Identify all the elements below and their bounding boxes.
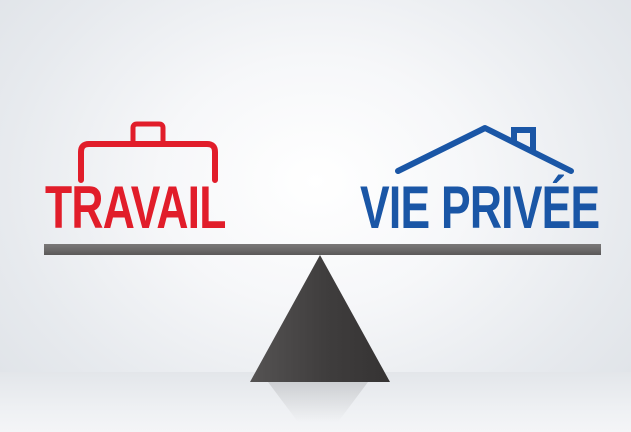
house-roof-icon xyxy=(395,125,574,174)
travail-label: TRAVAIL xyxy=(45,174,226,241)
vie-privee-label: VIE PRIVÉE xyxy=(360,174,600,241)
balance-beam xyxy=(44,244,601,255)
briefcase-icon xyxy=(78,121,218,183)
fulcrum-triangle xyxy=(250,255,390,382)
